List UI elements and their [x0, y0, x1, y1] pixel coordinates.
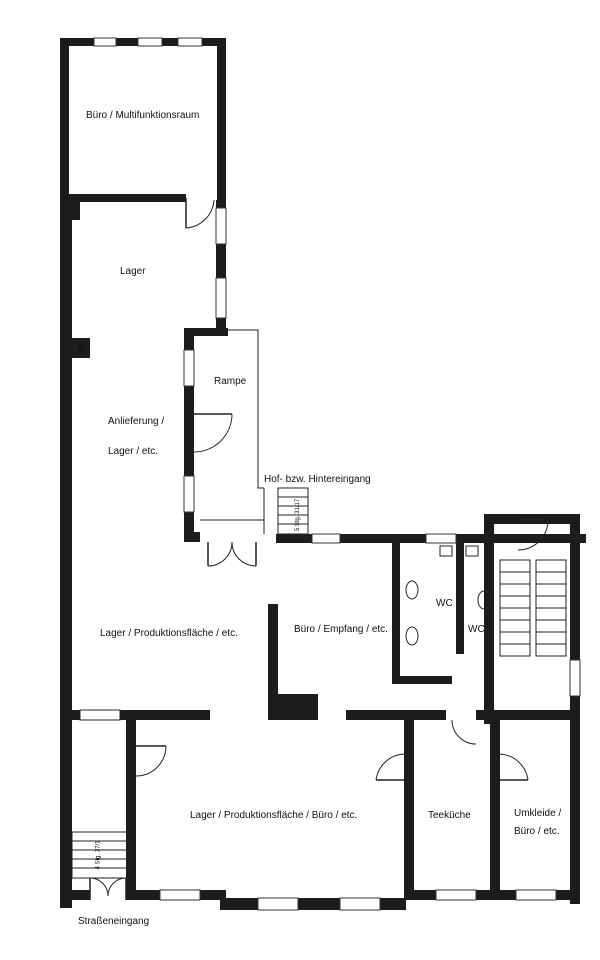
stairs-stairwell	[499, 559, 567, 657]
wall-lager-right	[216, 200, 226, 330]
wall-wc-mid	[456, 534, 464, 654]
window-bottom-3	[339, 897, 381, 911]
room-teekueche: Teeküche	[428, 810, 471, 821]
room-umkleide: Umkleide /	[514, 808, 562, 819]
room-lager: Lager	[120, 266, 146, 277]
wall-wc-left	[392, 534, 400, 684]
wall-teekueche-right	[490, 720, 500, 900]
wall-stair-left	[484, 514, 494, 724]
room-lager-produktion: Lager / Produktionsfläche / etc.	[100, 628, 238, 639]
wall-right-top	[484, 514, 580, 524]
door-umkleide-arc	[499, 753, 529, 781]
window-bottom-4	[435, 889, 477, 901]
wall-bottom-left	[60, 890, 90, 900]
marker-stairs-street: 4 Stg. 37/1	[95, 840, 102, 870]
window-top-3	[177, 37, 203, 47]
window-mid-2	[425, 533, 457, 544]
wall-top-room-right	[217, 38, 226, 202]
window-top-1	[93, 37, 117, 47]
wall-office-inner-b	[268, 694, 318, 720]
room-hof-eingang: Hof- bzw. Hintereingang	[264, 474, 371, 485]
door-teekueche-arc	[375, 753, 405, 781]
wall-top-room-left	[60, 38, 69, 202]
window-bottom-5	[515, 889, 557, 901]
wall-right-outer	[570, 514, 580, 904]
room-rampe: Rampe	[214, 376, 247, 387]
room-anlieferung-2: Lager / etc.	[108, 446, 159, 457]
room-umkleide-2: Büro / etc.	[514, 826, 560, 837]
wall-top-room-bottom	[60, 194, 186, 202]
wall-h-712-c	[346, 710, 446, 720]
room-wc-1: WC	[436, 598, 453, 609]
window-bottom-2	[257, 897, 299, 911]
stairs-street	[71, 831, 131, 879]
marker-meter: 65	[78, 343, 85, 351]
window-right-1	[569, 659, 581, 697]
window-bottom-1	[159, 889, 201, 901]
window-mid-1	[311, 533, 341, 544]
wall-office-inner	[268, 604, 278, 720]
wall-bottom-right	[404, 890, 580, 900]
rampe-outline	[226, 329, 264, 489]
door-street-arc	[89, 877, 127, 897]
wall-wc-bottom	[392, 676, 452, 684]
marker-stairs-hof: 5 Stg. 31/17	[295, 498, 302, 532]
door-double-arc	[207, 541, 257, 567]
step-left	[79, 709, 121, 721]
wall-left-step	[60, 200, 80, 220]
door-stair-arc	[517, 519, 549, 551]
room-strasseneingang: Straßeneingang	[78, 916, 150, 927]
room-wc-2: WC	[468, 624, 485, 635]
wall-h-712-d	[476, 710, 580, 720]
wall-h-712-b	[120, 710, 210, 720]
door-top-room-arc	[185, 199, 215, 229]
wall-mid-left	[184, 532, 200, 542]
wall-rampe-left	[184, 330, 194, 542]
room-lager-produktion-buero: Lager / Produktionsfläche / Büro / etc.	[190, 810, 358, 821]
pillar-left	[70, 338, 90, 358]
window-lager-1	[215, 207, 227, 245]
stairs-hof	[277, 487, 309, 535]
wall-teekueche-left	[404, 720, 414, 900]
room-anlieferung: Anlieferung /	[108, 416, 165, 427]
wc-fixtures	[405, 545, 491, 646]
door-hall-arc	[451, 719, 477, 745]
window-lager-2	[215, 277, 227, 319]
door-rampe-arc	[193, 413, 233, 453]
room-buero-empfang: Büro / Empfang / etc.	[294, 624, 388, 635]
wall-h-712-a	[60, 710, 80, 720]
wall-lower-left-room	[126, 720, 136, 900]
window-rampe-1	[183, 349, 195, 387]
door-lower-left-arc	[135, 745, 167, 777]
window-top-2	[137, 37, 163, 47]
wall-rampe-left-top	[184, 328, 228, 336]
window-rampe-2	[183, 475, 195, 513]
room-buero-multifunktionsraum: Büro / Multifunktionsraum	[86, 110, 200, 121]
